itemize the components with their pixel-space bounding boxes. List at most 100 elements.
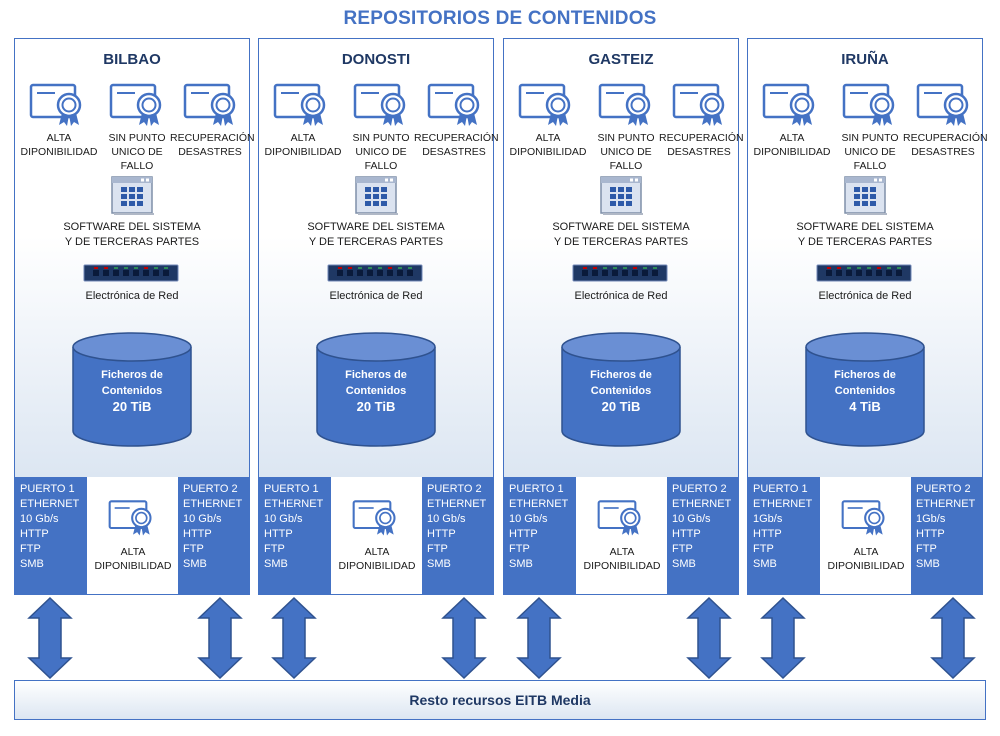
software-label-line1: SOFTWARE DEL SISTEMA — [63, 221, 201, 233]
network-switch-icon — [83, 264, 179, 282]
no-single-point-of-failure-label-line2: UNICO DE FALLO — [111, 146, 163, 172]
site-panel-bilbao: BILBAO ALTA DIPONIBILIDAD SIN PUNTO UNIC… — [14, 38, 255, 478]
port-2-line: ETHERNET — [916, 498, 976, 510]
port-2-line: PUERTO 2 — [183, 483, 238, 495]
high-availability-label-line1: ALTA — [853, 546, 879, 558]
database-label: Ficheros de Contenidos 20 TiB — [315, 367, 437, 415]
port-2-line: PUERTO 2 — [672, 483, 727, 495]
certificate-icon — [108, 500, 152, 536]
high-availability-label: ALTA DIPONIBILIDAD — [821, 545, 911, 573]
certificate-icon — [353, 83, 406, 126]
double-arrow-icon — [441, 596, 487, 680]
port-1-line: FTP — [20, 543, 41, 555]
port-1-line: ETHERNET — [753, 498, 813, 510]
port-1-line: FTP — [264, 543, 285, 555]
port-1-line: HTTP — [753, 528, 782, 540]
software-label: SOFTWARE DEL SISTEMA Y DE TERCERAS PARTE… — [504, 220, 738, 250]
port-1-line: SMB — [264, 558, 288, 570]
port-1-line: 10 Gb/s — [20, 513, 59, 525]
database-label-line2: Contenidos — [101, 385, 163, 397]
high-availability-label-line1: ALTA — [364, 546, 390, 558]
certificate-icon — [842, 83, 895, 126]
connection-arrow — [516, 596, 562, 680]
high-availability-label-line1: ALTA — [609, 546, 635, 558]
port-1-line: PUERTO 1 — [264, 483, 319, 495]
disaster-recovery-label: RECUPERACIÓN DESASTRES — [414, 131, 499, 159]
port-1-line: HTTP — [509, 528, 538, 540]
footer-resources-box: Resto recursos EITB Media — [14, 680, 986, 720]
high-availability-label-line2: DIPONIBILIDAD — [753, 146, 831, 158]
disaster-recovery-label-line1: RECUPERACIÓN — [903, 132, 988, 144]
no-single-point-of-failure-label-line1: SIN PUNTO — [597, 132, 655, 144]
port-1-line: ETHERNET — [20, 498, 80, 510]
network-label: Electrónica de Red — [329, 290, 423, 302]
certificate-icon — [672, 83, 725, 126]
certificate-icon — [29, 83, 82, 126]
software-label: SOFTWARE DEL SISTEMA Y DE TERCERAS PARTE… — [259, 220, 493, 250]
software-window-icon — [111, 176, 155, 216]
high-availability-label-line2: DIPONIBILIDAD — [827, 560, 905, 572]
double-arrow-icon — [271, 596, 317, 680]
port-2-line: SMB — [916, 558, 940, 570]
site-panel-gasteiz: GASTEIZ ALTA DIPONIBILIDAD SIN PUNTO UNI… — [503, 38, 744, 478]
software-label: SOFTWARE DEL SISTEMA Y DE TERCERAS PARTE… — [748, 220, 982, 250]
database-label-line1: Ficheros de — [834, 369, 896, 381]
high-availability-label-line2: DIPONIBILIDAD — [94, 560, 172, 572]
disaster-recovery-label-line1: RECUPERACIÓN — [414, 132, 499, 144]
double-arrow-icon — [197, 596, 243, 680]
port-1-line: SMB — [20, 558, 44, 570]
port-1-line: PUERTO 1 — [20, 483, 75, 495]
disaster-recovery-label-line1: RECUPERACIÓN — [170, 132, 255, 144]
network-switch-icon — [327, 264, 423, 282]
port-1-line: HTTP — [264, 528, 293, 540]
high-availability-label-line1: ALTA — [779, 132, 805, 144]
port-2-line: SMB — [183, 558, 207, 570]
no-single-point-of-failure-label-line1: SIN PUNTO — [352, 132, 410, 144]
port-1-line: PUERTO 1 — [509, 483, 564, 495]
database-label: Ficheros de Contenidos 20 TiB — [560, 367, 682, 415]
page-title: REPOSITORIOS DE CONTENIDOS — [343, 8, 657, 29]
certificate-icon — [518, 83, 571, 126]
port-2-line: FTP — [672, 543, 693, 555]
certificate-icon — [273, 83, 326, 126]
database-icon — [315, 331, 437, 449]
port-1-line: 1Gb/s — [753, 513, 783, 525]
database-label-line2: Contenidos — [834, 385, 896, 397]
high-availability-label-line2: DIPONIBILIDAD — [583, 560, 661, 572]
port-1-line: ETHERNET — [264, 498, 324, 510]
software-label: SOFTWARE DEL SISTEMA Y DE TERCERAS PARTE… — [15, 220, 249, 250]
high-availability-label-line1: ALTA — [120, 546, 146, 558]
certificate-icon — [183, 83, 236, 126]
no-single-point-of-failure-label: SIN PUNTO UNICO DE FALLO — [341, 131, 421, 173]
port-2-line: 1Gb/s — [916, 513, 946, 525]
database-label-line1: Ficheros de — [590, 369, 652, 381]
port-2-line: SMB — [672, 558, 696, 570]
certificate-icon — [762, 83, 815, 126]
site-name: DONOSTI — [341, 51, 411, 68]
port-2-line: HTTP — [183, 528, 212, 540]
software-label-line1: SOFTWARE DEL SISTEMA — [552, 221, 690, 233]
connection-arrow — [686, 596, 732, 680]
port-2-line: SMB — [427, 558, 451, 570]
software-window-icon — [844, 176, 888, 216]
high-availability-label: ALTA DIPONIBILIDAD — [332, 545, 422, 573]
database-capacity: 20 TiB — [356, 399, 396, 414]
software-label-line2: Y DE TERCERAS PARTES — [308, 236, 444, 248]
software-label-line1: SOFTWARE DEL SISTEMA — [307, 221, 445, 233]
database-capacity: 20 TiB — [601, 399, 641, 414]
disaster-recovery-label-line1: RECUPERACIÓN — [659, 132, 744, 144]
site-name: BILBAO — [103, 51, 161, 68]
no-single-point-of-failure-label-line1: SIN PUNTO — [841, 132, 899, 144]
database-label: Ficheros de Contenidos 4 TiB — [804, 367, 926, 415]
high-availability-label: ALTA DIPONIBILIDAD — [508, 131, 588, 159]
double-arrow-icon — [760, 596, 806, 680]
certificate-icon — [916, 83, 969, 126]
database-capacity: 20 TiB — [112, 399, 152, 414]
port-2-line: HTTP — [916, 528, 945, 540]
